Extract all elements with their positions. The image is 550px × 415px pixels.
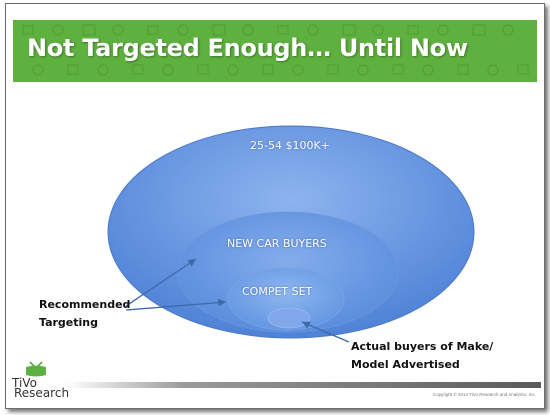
annotation-line: Model Advertised (351, 358, 460, 371)
annotation-line: Recommended (39, 298, 131, 311)
logo-word-tivo: TiVo (12, 376, 37, 390)
annotation-actual-buyers: Actual buyers of Make/ Model Advertised (351, 338, 521, 374)
logo-word-research: Research (14, 386, 70, 400)
arrow-recommended-lower (125, 298, 227, 311)
ellipse-compet-set (227, 267, 345, 331)
title-banner: Not Targeted Enough… Until Now (13, 20, 537, 82)
annotation-recommended-targeting: Recommended Targeting (39, 296, 189, 332)
arrow-actual-buyers (301, 321, 350, 343)
ellipse-actual-buyers (267, 307, 311, 329)
footer-bar (66, 382, 541, 388)
label-new-car-buyers: NEW CAR BUYERS (227, 237, 327, 250)
targeting-diagram (107, 125, 475, 343)
tivo-research-logo: TiVo Research (12, 361, 72, 400)
slide: Not Targeted Enough… Until Now (5, 3, 545, 409)
banner-icon-pattern (22, 24, 529, 76)
annotation-line: Targeting (39, 316, 99, 329)
label-demographic: 25-54 $100K+ (250, 139, 330, 152)
annotation-line: Actual buyers of Make/ (351, 340, 494, 353)
tv-icon (26, 361, 46, 377)
page-title: Not Targeted Enough… Until Now (27, 34, 468, 62)
arrow-recommended-upper (125, 258, 197, 307)
label-compet-set: COMPET SET (242, 285, 313, 298)
copyright-text: Copyright © 2014 TiVo Research and Analy… (432, 392, 536, 397)
